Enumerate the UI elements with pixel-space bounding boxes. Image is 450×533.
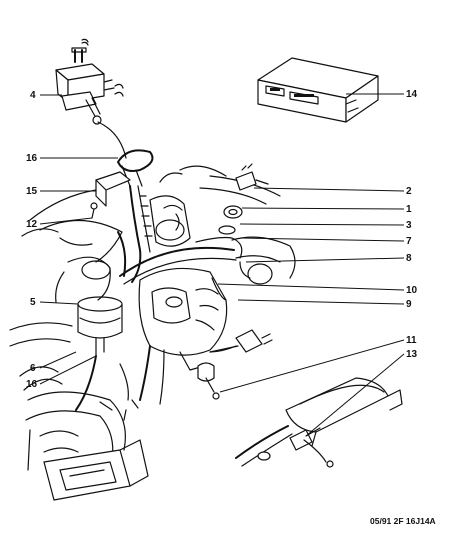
drawing-reference: 05/91 2F 16J14A	[370, 516, 436, 526]
vapour-canister	[75, 296, 123, 411]
callout-labels: 4 16 15 12 5 6 16 14 2 1 3 7 8 10 9 11 1…	[26, 89, 418, 390]
callout-16-top: 16	[26, 153, 38, 164]
engine-bay-sketch	[9, 149, 296, 501]
callout-10: 10	[406, 285, 418, 296]
callout-2: 2	[406, 186, 412, 197]
callout-4: 4	[30, 90, 36, 101]
callout-12: 12	[26, 219, 38, 230]
catalytic-converter	[235, 377, 403, 468]
callout-11: 11	[406, 335, 417, 346]
callout-7: 7	[406, 236, 412, 247]
callout-15: 15	[26, 186, 38, 197]
callout-5: 5	[30, 297, 36, 308]
ecu-module	[257, 57, 379, 123]
leader-lines	[39, 93, 405, 437]
callout-6: 6	[30, 363, 36, 374]
solenoid-valve	[55, 38, 127, 159]
callout-1: 1	[406, 204, 412, 215]
callout-14: 14	[406, 89, 418, 100]
callout-16-bottom: 16	[26, 379, 38, 390]
callout-8: 8	[406, 253, 412, 264]
callout-9: 9	[406, 299, 412, 310]
callout-3: 3	[406, 220, 412, 231]
callout-13: 13	[406, 349, 418, 360]
